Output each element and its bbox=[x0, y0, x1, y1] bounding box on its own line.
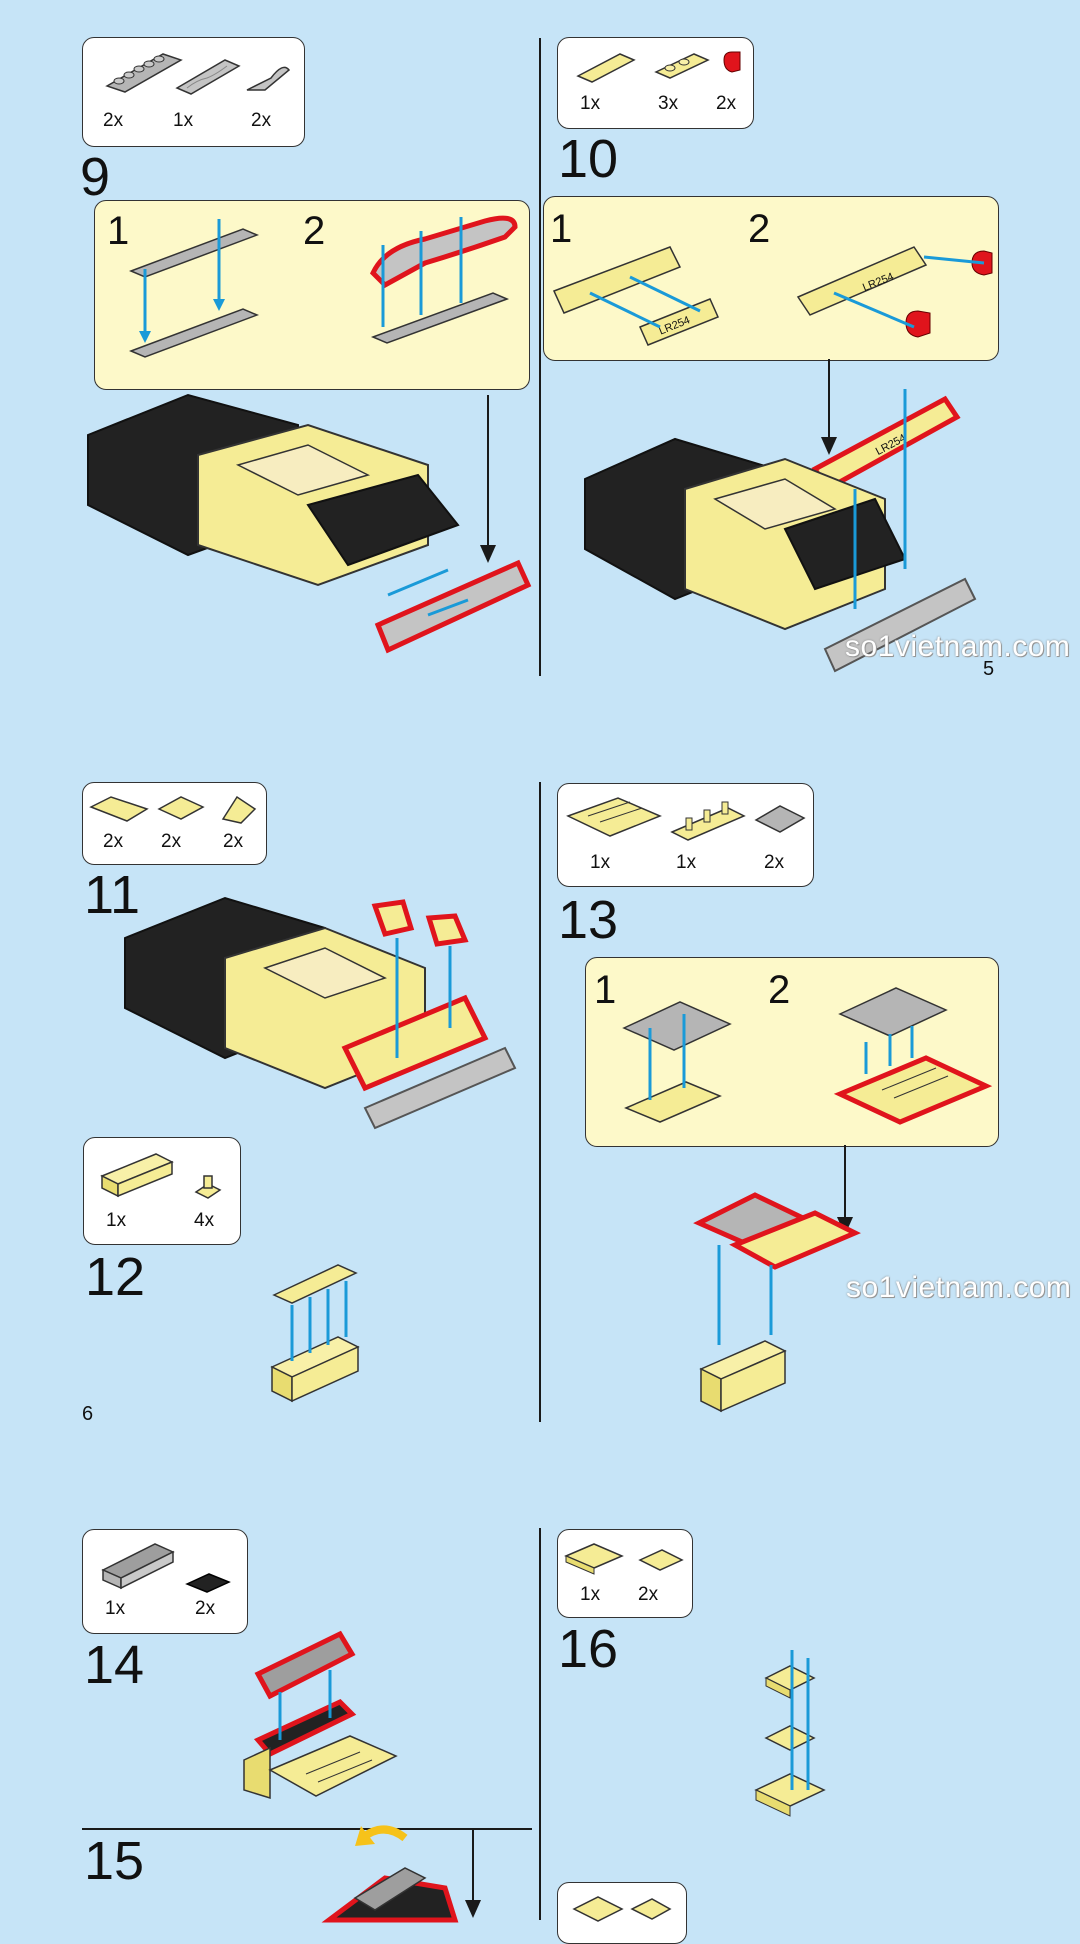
divider-bottom bbox=[539, 1528, 541, 1920]
step10-sub-2: 2 bbox=[748, 207, 771, 251]
step13-subassembly-box: 1 2 bbox=[585, 957, 999, 1147]
step9-qty-1: 2x bbox=[103, 110, 124, 131]
step13-parts-box: 1x 1x 2x bbox=[557, 783, 814, 887]
step11-qty-3: 2x bbox=[223, 831, 244, 852]
step10-sub-1: 1 bbox=[550, 207, 573, 251]
step13-qty-1: 1x bbox=[590, 852, 611, 873]
yellow-plate-2x2-icon bbox=[564, 1543, 624, 1575]
black-plate-1x2-icon bbox=[185, 1573, 231, 1593]
step9-sub2-illustration bbox=[369, 215, 518, 344]
step14-qty-1: 1x bbox=[105, 1598, 126, 1619]
step16-qty-1: 1x bbox=[580, 1584, 601, 1605]
page-number-5: 5 bbox=[983, 658, 995, 680]
step9-parts-box: 2x 1x 2x bbox=[82, 37, 305, 147]
step9-number: 9 bbox=[80, 147, 111, 207]
step13-sub-1: 1 bbox=[594, 968, 617, 1012]
yellow-brick-1x4-icon bbox=[100, 1153, 174, 1198]
step13-sub2-illustration bbox=[833, 987, 993, 1125]
step14-number: 14 bbox=[84, 1635, 145, 1695]
step10-sub1-illustration: LR254 bbox=[552, 246, 720, 346]
step16-parts-box: 1x 2x bbox=[557, 1529, 693, 1618]
step12-qty-2: 4x bbox=[194, 1210, 215, 1231]
page-number-6: 6 bbox=[82, 1403, 94, 1425]
gray-slope-curved-icon bbox=[246, 66, 291, 91]
step13-qty-3: 2x bbox=[764, 852, 785, 873]
yellow-plate-1x2-icon bbox=[638, 1549, 684, 1571]
step12-number: 12 bbox=[85, 1247, 146, 1307]
divider-top bbox=[539, 38, 541, 676]
yellow-corner-plate-icon bbox=[89, 796, 149, 822]
gray-tile-icon bbox=[175, 59, 241, 95]
yellow-plate-icon bbox=[572, 1896, 672, 1922]
step10-qty-3: 2x bbox=[716, 93, 737, 114]
step15-illustration bbox=[321, 1825, 481, 1923]
step14-illustration bbox=[243, 1630, 398, 1800]
step10-sub2-illustration: LR254 bbox=[796, 246, 993, 338]
step15-number: 15 bbox=[84, 1831, 145, 1891]
step14-qty-2: 2x bbox=[195, 1598, 216, 1619]
step13-sub-2: 2 bbox=[768, 968, 791, 1012]
step9-sub-1: 1 bbox=[107, 209, 130, 253]
gray-panel-icon bbox=[101, 1543, 175, 1590]
step13-sub1-illustration bbox=[622, 1001, 732, 1123]
step12-illustration bbox=[270, 1264, 360, 1403]
step10-qty-1: 1x bbox=[580, 93, 601, 114]
step13-qty-2: 1x bbox=[676, 852, 697, 873]
step11-qty-1: 2x bbox=[103, 831, 124, 852]
step9-sub1-illustration bbox=[128, 219, 260, 358]
step14-parts-box: 1x 2x bbox=[82, 1529, 248, 1634]
step10-car-illustration: LR254 bbox=[584, 359, 977, 673]
step16-qty-2: 2x bbox=[638, 1584, 659, 1605]
yellow-plate-2x2-icon bbox=[157, 796, 205, 820]
step13-number: 13 bbox=[558, 890, 619, 950]
divider-middle bbox=[539, 782, 541, 1422]
step10-parts-box: 1x 3x 2x bbox=[557, 37, 754, 129]
step11-qty-2: 2x bbox=[161, 831, 182, 852]
yellow-grille-tile-icon bbox=[566, 797, 662, 837]
step9-car-illustration bbox=[87, 393, 532, 654]
step11-car-illustration bbox=[124, 896, 517, 1130]
watermark-middle: so1vietnam.com bbox=[846, 1271, 1072, 1304]
step16-illustration bbox=[754, 1650, 826, 1817]
yellow-bracket-icon bbox=[654, 53, 710, 79]
gray-plate-1x6-icon bbox=[105, 53, 183, 93]
watermark-top: so1vietnam.com bbox=[845, 630, 1071, 663]
step12-qty-1: 1x bbox=[106, 1210, 127, 1231]
yellow-clip-icon bbox=[194, 1175, 222, 1199]
step16-number: 16 bbox=[558, 1619, 619, 1679]
step9-qty-3: 2x bbox=[251, 110, 272, 131]
step13-illustration bbox=[693, 1145, 861, 1413]
step10-number: 10 bbox=[558, 129, 619, 189]
step9-subassembly-box: 1 2 bbox=[94, 200, 530, 390]
divider-step15 bbox=[82, 1828, 532, 1830]
step9-qty-2: 1x bbox=[173, 110, 194, 131]
step9-sub-2: 2 bbox=[303, 209, 326, 253]
yellow-license-tile-icon bbox=[576, 53, 636, 83]
step10-qty-2: 3x bbox=[658, 93, 679, 114]
red-round-tile-icon bbox=[723, 51, 741, 73]
yellow-clip-plate-icon bbox=[670, 801, 746, 841]
step10-subassembly-box: 1 2 LR254 LR254 bbox=[543, 196, 999, 361]
step11-parts-box: 2x 2x 2x bbox=[82, 782, 267, 865]
next-step-parts-box bbox=[557, 1882, 687, 1944]
yellow-slope-icon bbox=[221, 795, 257, 824]
gray-hinge-plate-icon bbox=[754, 805, 806, 833]
step12-parts-box: 1x 4x bbox=[83, 1137, 241, 1245]
step11-number: 11 bbox=[84, 865, 141, 925]
